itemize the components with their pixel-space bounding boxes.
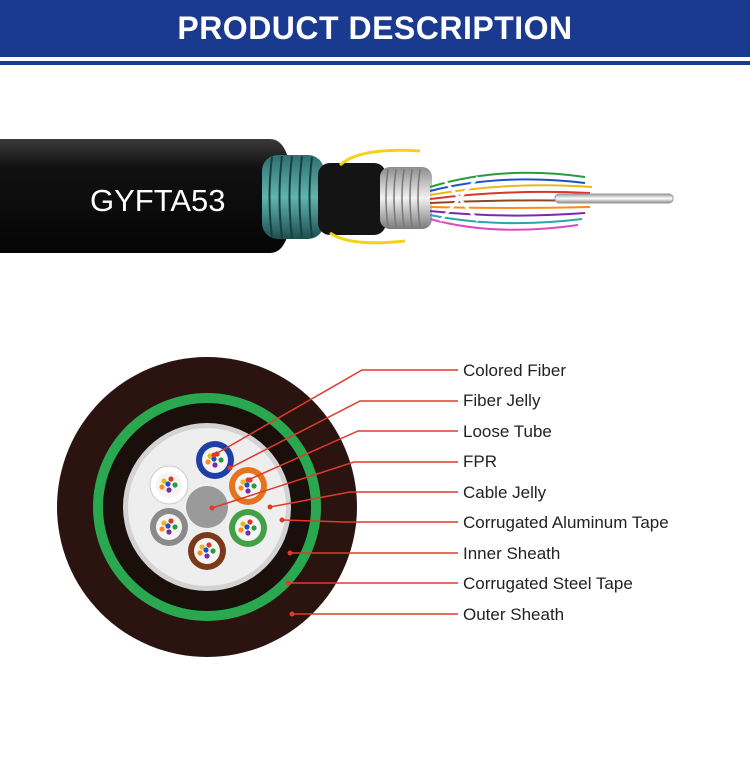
label-fiber-jelly: Fiber Jelly [463, 391, 541, 410]
ripcord-top [338, 148, 421, 167]
outer-sheath-side [0, 139, 292, 253]
label-inner-sheath: Inner Sheath [463, 544, 561, 563]
label-fpr: FPR [463, 452, 497, 471]
loose-tube-5 [150, 508, 188, 546]
ripcord-bottom [329, 231, 406, 245]
loose-tube-3 [229, 509, 267, 547]
fpr-core [186, 486, 228, 528]
banner-title: PRODUCT DESCRIPTION [177, 10, 573, 46]
cable-side-view: GYFTA53 [0, 139, 674, 253]
fiber-bundle [429, 171, 593, 231]
loose-tube-6 [149, 465, 189, 505]
banner-underline [0, 61, 750, 65]
loose-tube-2 [229, 467, 267, 505]
loose-tube-4 [188, 532, 226, 570]
cable-model-label: GYFTA53 [90, 183, 226, 218]
label-cable-jelly: Cable Jelly [463, 483, 547, 502]
aluminum-tape-ridges [385, 168, 421, 228]
steel-tape-ridges [268, 155, 313, 239]
label-loose-tube: Loose Tube [463, 422, 552, 441]
fpr-rod-side [554, 193, 674, 204]
label-outer-sheath: Outer Sheath [463, 605, 565, 624]
inner-sheath-side [318, 163, 386, 235]
label-corrugated-aluminum-tape: Corrugated Aluminum Tape [463, 513, 669, 532]
cross-section [57, 357, 357, 657]
yarn-binder [438, 174, 480, 222]
label-corrugated-steel-tape: Corrugated Steel Tape [463, 574, 633, 593]
loose-tube-1 [196, 441, 234, 479]
header-banner: PRODUCT DESCRIPTION [0, 0, 750, 57]
label-colored-fiber: Colored Fiber [463, 361, 566, 380]
steel-tape-side [262, 155, 324, 239]
